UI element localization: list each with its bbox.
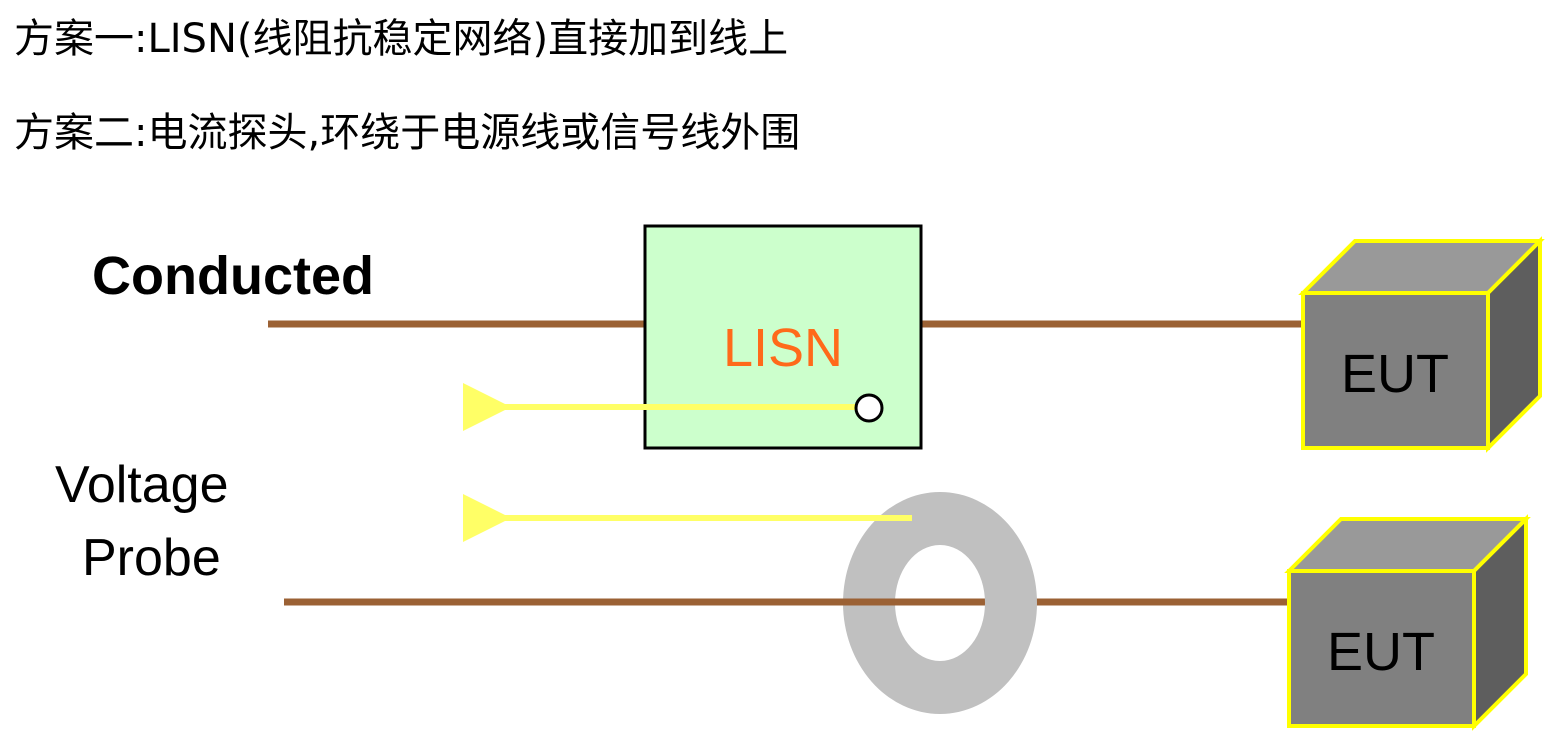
voltage-label: Voltage <box>55 456 229 514</box>
eut-bottom-cube: EUT <box>1284 514 1531 731</box>
lisn-label: LISN <box>723 318 843 378</box>
eut-bottom-label: EUT <box>1327 622 1435 682</box>
current-probe-ring <box>843 492 1037 714</box>
eut-top-label: EUT <box>1341 344 1449 404</box>
scheme-one-text: 方案一:LISN(线阻抗稳定网络)直接加到线上 <box>14 16 789 62</box>
lisn-port-icon <box>854 393 884 423</box>
eut-top-cube: EUT <box>1298 236 1545 453</box>
scheme-two-text: 方案二:电流探头,环绕于电源线或信号线外围 <box>14 110 801 156</box>
conducted-label: Conducted <box>92 246 374 306</box>
probe-label: Probe <box>82 529 221 587</box>
